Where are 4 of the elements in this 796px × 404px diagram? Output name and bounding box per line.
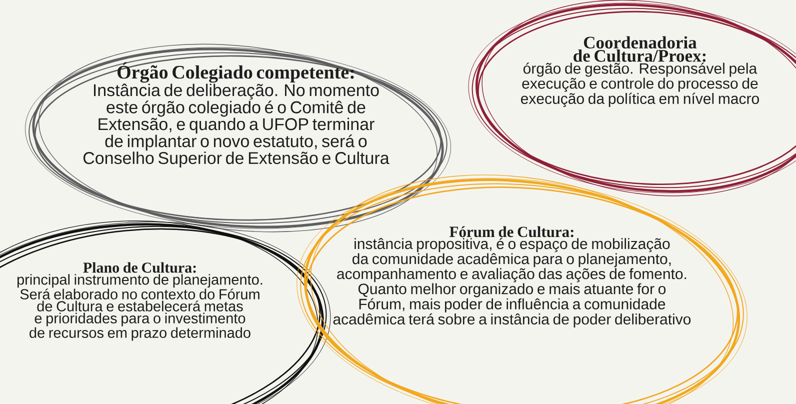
ellipse-note: Plano de Cultura: principal instrumento de planejamento. Será elaborado no contexto do Fórum de Cultura e estabelecerá metas e prioridades para o investimento de recursos em prazo determinado <box>0 220 330 404</box>
ellipse-note: Órgão Colegiado competente: Instância de deliberação. No momento este órgão colegiado é o Comitê de Extensão, e quando a UFOP terminar de implantar o novo estatuto, será o Conselho Superior de Extensão e Cultura <box>25 44 451 232</box>
ellipse-note: Coordenadoria de Cultura/Proex: órgão de gestão. Responsável pela execução e controle do processo de execução da política em nível macro <box>468 0 796 196</box>
ellipse-note: Fórum de Cultura: instância propositiva, é o espaço de mobilização da comunidade acadêmica para o planejamento, acompanhamento e avaliação das ações de fomento. Quanto melhor organizado e mais atuante for o Fórum, mais poder de influência a comunidade acadêmica terá sobre a instância de poder deliberativo <box>297 174 747 404</box>
